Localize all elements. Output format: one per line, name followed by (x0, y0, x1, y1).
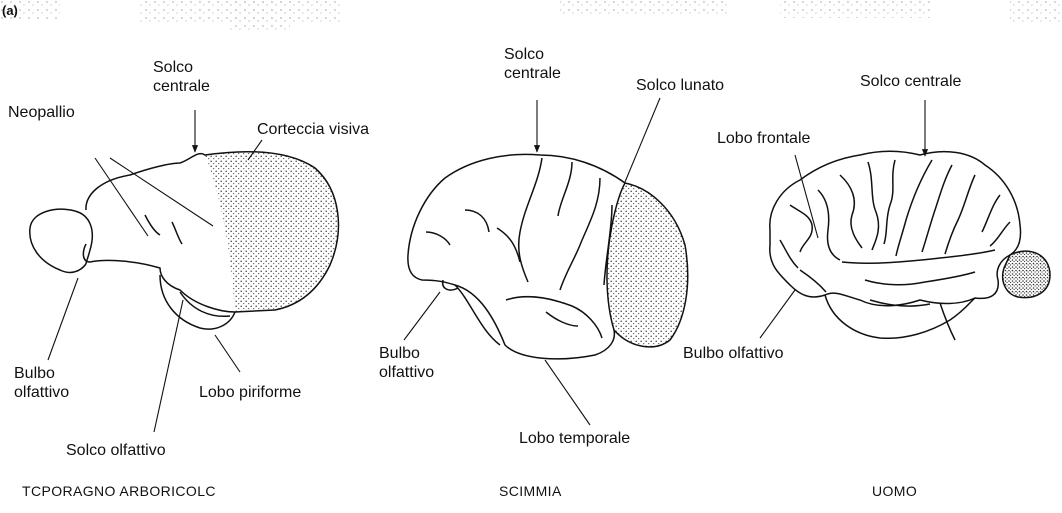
monkey-occipital-stipple (607, 183, 688, 347)
human-cerebellum-stipple (1003, 251, 1050, 298)
shrew-olfactory-bulb (30, 209, 86, 272)
shrew-label-piriform-lobe: Lobo piriforme (199, 384, 301, 401)
shrew-label-olfactory-bulb: Bulbo olfattivo (14, 364, 69, 402)
monkey-label-lunate-sulcus: Solco lunato (636, 77, 724, 94)
human-caption: UOMO (872, 483, 917, 499)
human-label-olfactory-bulb: Bulbo olfattivo (683, 345, 784, 362)
monkey-label-olfactory-bulb: Bulbo olfattivo (379, 344, 434, 382)
shrew-label-olfactory-sulcus: Solco olfattivo (66, 442, 166, 459)
shrew-label-sulcus-central: Solco centrale (153, 58, 210, 96)
monkey-hemisphere (408, 154, 625, 358)
shrew-label-visual-cortex: Corteccia visiva (257, 121, 369, 138)
shrew-visual-cortex-stipple (205, 152, 338, 312)
human-label-frontal-lobe: Lobo frontale (717, 130, 810, 147)
scan-noise (0, 0, 1062, 30)
panel-label: (a) (2, 2, 18, 19)
shrew-caption: TCPORAGNO ARBORICOLC (22, 483, 216, 499)
human-label-sulcus-central: Solco centrale (860, 73, 961, 90)
shrew-brain (30, 152, 339, 329)
monkey-label-temporal-lobe: Lobo temporale (519, 430, 630, 447)
shrew-label-neopallium: Neopallio (8, 104, 75, 121)
human-brain (770, 151, 1050, 340)
monkey-brain (408, 154, 688, 358)
monkey-caption: SCIMMIA (499, 483, 562, 499)
monkey-label-sulcus-central: Solco centrale (504, 45, 561, 83)
